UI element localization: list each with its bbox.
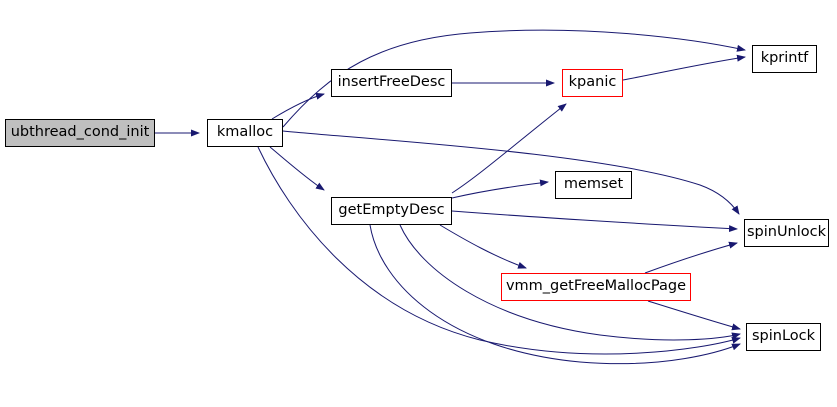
node-label: memset — [563, 176, 624, 193]
node-label: ubthread_cond_init — [10, 124, 150, 141]
call-edge — [257, 146, 741, 355]
node-kprintf[interactable]: kprintf — [752, 45, 817, 73]
node-label: kpanic — [568, 74, 617, 91]
call-edge — [451, 179, 549, 199]
node-spinLock[interactable]: spinLock — [746, 323, 821, 351]
node-label: kprintf — [760, 50, 809, 67]
call-edge — [269, 146, 325, 191]
node-memset[interactable]: memset — [555, 171, 632, 199]
node-kmalloc[interactable]: kmalloc — [207, 119, 283, 147]
call-edge — [451, 103, 567, 194]
node-ubthread_cond_init[interactable]: ubthread_cond_init — [5, 119, 155, 147]
node-spinUnlock[interactable]: spinUnlock — [744, 219, 829, 247]
node-getEmptyDesc[interactable]: getEmptyDesc — [331, 197, 452, 225]
node-label: spinUnlock — [746, 224, 827, 241]
call-edge — [647, 300, 741, 331]
node-label: getEmptyDesc — [338, 202, 445, 219]
call-edge — [451, 210, 738, 233]
node-label: kmalloc — [216, 124, 274, 141]
node-insertFreeDesc[interactable]: insertFreeDesc — [331, 69, 452, 97]
call-edge — [644, 241, 738, 274]
node-label: spinLock — [751, 328, 816, 345]
node-kpanic[interactable]: kpanic — [562, 69, 623, 97]
call-edge — [271, 92, 325, 120]
node-label: vmm_getFreeMallocPage — [505, 278, 687, 295]
node-label: insertFreeDesc — [337, 74, 446, 91]
call-edge — [622, 54, 746, 81]
node-vmm_getFreeMallocPage[interactable]: vmm_getFreeMallocPage — [501, 273, 691, 301]
call-edge — [439, 224, 527, 269]
